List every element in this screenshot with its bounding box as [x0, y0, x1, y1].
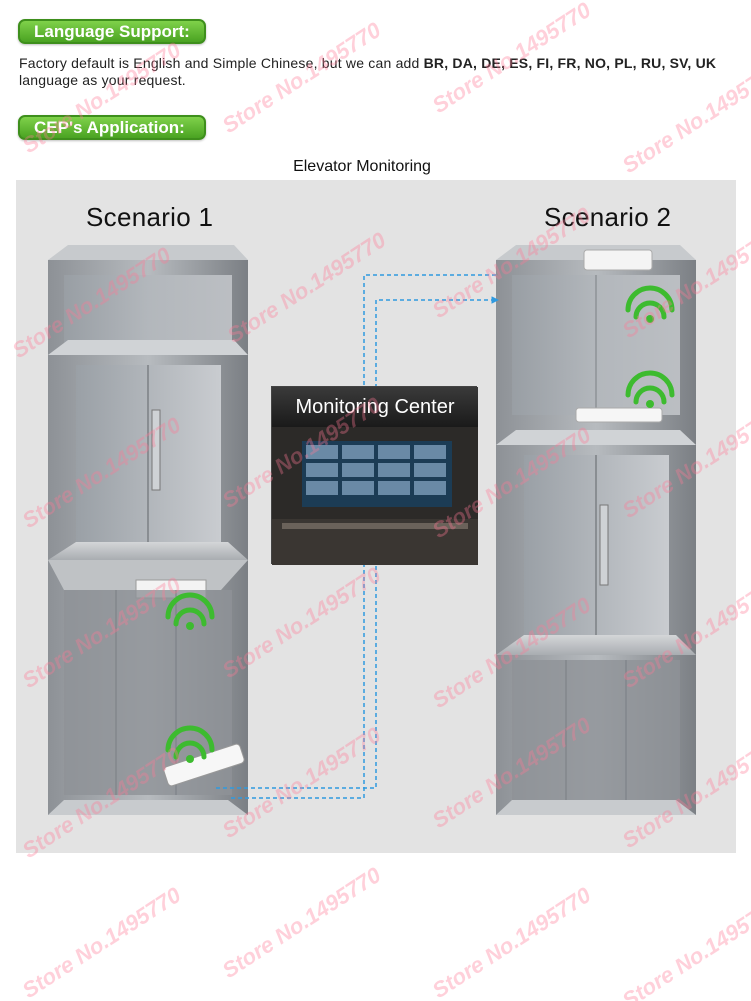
watermark: Store No.1495770: [617, 892, 751, 1001]
monitoring-center-panel: Monitoring Center: [271, 386, 478, 565]
elevator-monitoring-diagram: Scenario 1 Scenario 2 Monitoring Center: [16, 180, 736, 853]
wifi-signal-icon: [165, 285, 675, 760]
diagram-illustration: [48, 245, 696, 815]
watermark: Store No.1495770: [17, 882, 186, 1001]
watermark: Store No.1495770: [217, 862, 386, 984]
language-desc-prefix: Factory default is English and Simple Ch…: [19, 55, 424, 71]
language-list: BR, DA, DE, ES, FI, FR, NO, PL, RU, SV, …: [423, 55, 717, 71]
scenario1-label: Scenario 1: [86, 202, 214, 232]
language-support-description: Factory default is English and Simple Ch…: [19, 55, 734, 89]
monitoring-center-photo: [272, 427, 478, 565]
scenario2-elevator: [496, 245, 696, 815]
monitoring-center-title: Monitoring Center: [272, 387, 478, 427]
language-desc-suffix: language as your request.: [19, 72, 186, 88]
scenario1-elevator: [48, 245, 248, 815]
scenario2-label: Scenario 2: [544, 202, 672, 232]
access-point-device: [163, 743, 245, 787]
watermark: Store No.1495770: [427, 882, 596, 1001]
language-support-badge: Language Support:: [18, 19, 206, 44]
application-badge: CEP's Application:: [18, 115, 206, 140]
application-caption: Elevator Monitoring: [293, 158, 431, 175]
